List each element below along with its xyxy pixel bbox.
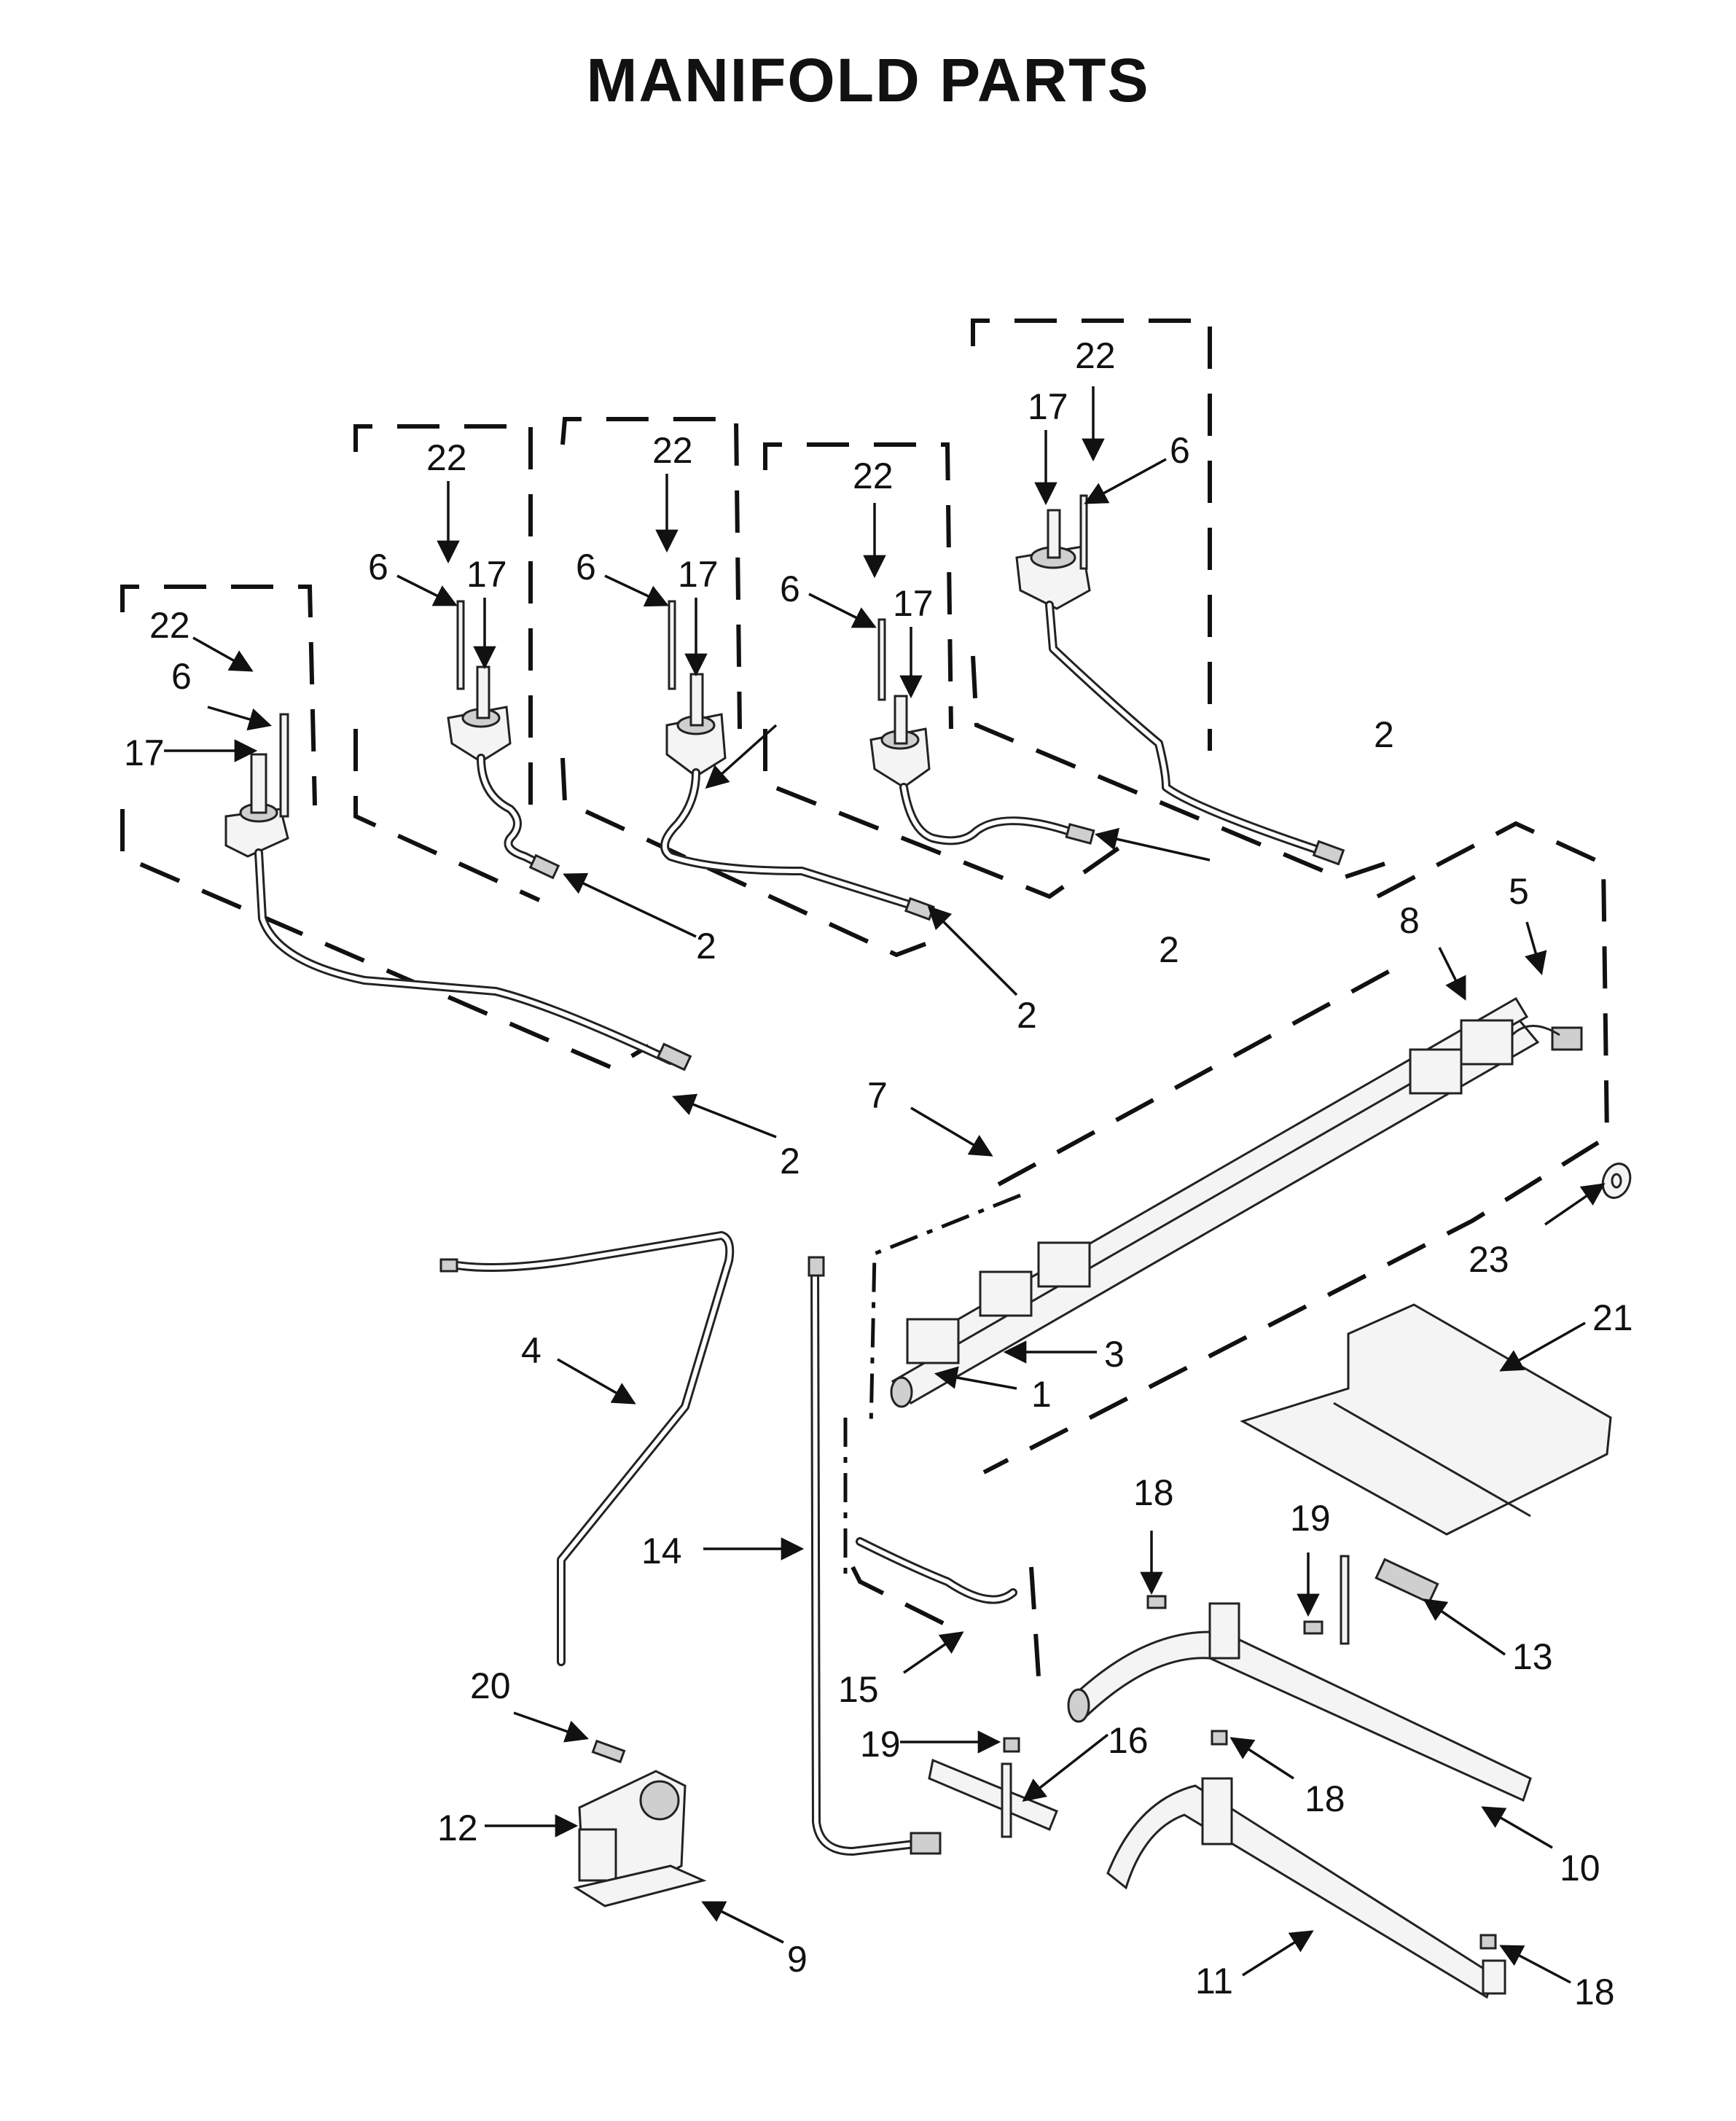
callout-22: 22 <box>149 605 190 646</box>
callout-8: 8 <box>1399 900 1420 941</box>
callout-2: 2 <box>780 1141 800 1181</box>
callout-3: 3 <box>1104 1334 1125 1375</box>
callout-17: 17 <box>893 583 934 624</box>
screws <box>1003 1595 1497 1950</box>
valve-group-outline-1 <box>120 585 650 1071</box>
callout-13: 13 <box>1512 1636 1553 1677</box>
callout-21: 21 <box>1592 1297 1633 1338</box>
screw-20 <box>591 1739 626 1764</box>
supply-tube-4 <box>439 1231 735 1666</box>
callout-20: 20 <box>470 1665 511 1706</box>
burner-valve-assembly-4 <box>869 618 1095 845</box>
burner-valve-assembly-5 <box>1015 494 1345 866</box>
callout-7: 7 <box>867 1075 888 1116</box>
callout-14: 14 <box>641 1531 682 1571</box>
callout-6: 6 <box>780 569 800 609</box>
manifold-pipe <box>890 996 1583 1408</box>
valve-group-outline-3 <box>560 417 927 958</box>
callout-17: 17 <box>466 554 507 595</box>
callout-5: 5 <box>1509 871 1529 912</box>
callout-19: 19 <box>1290 1498 1331 1539</box>
heat-shield-21 <box>1240 1303 1612 1536</box>
supply-tube-14 <box>808 1256 942 1856</box>
callout-2: 2 <box>1017 995 1037 1036</box>
callout-6: 6 <box>576 547 596 587</box>
callout-19: 19 <box>860 1724 901 1765</box>
safety-valve-12 <box>578 1770 687 1897</box>
callout-2: 2 <box>696 926 716 966</box>
valve-group-outline-2 <box>353 424 541 902</box>
callout-10: 10 <box>1560 1848 1600 1888</box>
callout-18: 18 <box>1574 1972 1615 2012</box>
valve-group-outline-5 <box>971 319 1385 881</box>
callout-17: 17 <box>678 554 719 595</box>
callout-17: 17 <box>1028 386 1068 427</box>
callout-18: 18 <box>1305 1778 1345 1819</box>
broil-burner-11 <box>1106 1777 1506 1999</box>
callout-12: 12 <box>437 1808 478 1848</box>
callout-11: 11 <box>1195 1961 1233 2001</box>
callout-4: 4 <box>521 1330 541 1371</box>
callout-18: 18 <box>1133 1472 1174 1513</box>
callout-2: 2 <box>1159 929 1179 970</box>
valve-group-outline-4 <box>763 442 1124 899</box>
callout-1: 1 <box>1031 1374 1052 1415</box>
gasket-23 <box>1601 1163 1632 1199</box>
callout-17: 17 <box>124 733 165 773</box>
crossover-tube-15 <box>843 1418 1041 1677</box>
burner-valve-assembly-2 <box>447 600 560 880</box>
callout-22: 22 <box>426 437 467 478</box>
bracket-16 <box>928 1758 1058 1838</box>
burner-valve-assembly-1 <box>224 713 692 1071</box>
callout-16: 16 <box>1108 1720 1149 1761</box>
igniter-13 <box>1340 1555 1439 1645</box>
callout-22: 22 <box>652 430 693 471</box>
callout-6: 6 <box>171 656 192 697</box>
oven-burner-10 <box>1067 1602 1532 1802</box>
callout-22: 22 <box>1075 335 1116 376</box>
callout-2: 2 <box>1374 714 1394 755</box>
callout-6: 6 <box>1170 430 1190 471</box>
leader-arrows <box>164 386 1606 1984</box>
callout-6: 6 <box>368 547 388 587</box>
callout-15: 15 <box>838 1669 879 1710</box>
bracket-9 <box>573 1864 707 1907</box>
manifold-group-outline <box>869 821 1610 1474</box>
callout-labels: 22 6 17 22 6 17 22 6 17 22 6 17 22 17 6 … <box>124 335 1633 2012</box>
callout-22: 22 <box>853 456 894 496</box>
callout-23: 23 <box>1469 1239 1509 1280</box>
callout-9: 9 <box>787 1939 808 1980</box>
page-title: MANIFOLD PARTS <box>586 46 1150 114</box>
